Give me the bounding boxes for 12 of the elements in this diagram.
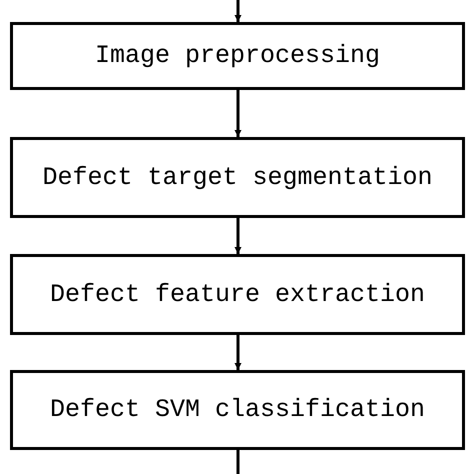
step-label: Defect feature extraction	[50, 278, 426, 310]
arrow	[234, 0, 242, 22]
step-label: Defect SVM classification	[50, 394, 426, 426]
step-label: Image preprocessing	[94, 40, 380, 72]
arrow	[234, 218, 242, 254]
process-box	[10, 22, 465, 90]
arrow	[234, 90, 242, 137]
process-box	[10, 137, 465, 218]
step-label: Defect target segmentation	[42, 162, 433, 194]
arrow	[234, 335, 242, 370]
process-box	[10, 254, 465, 335]
process-box	[10, 370, 465, 450]
